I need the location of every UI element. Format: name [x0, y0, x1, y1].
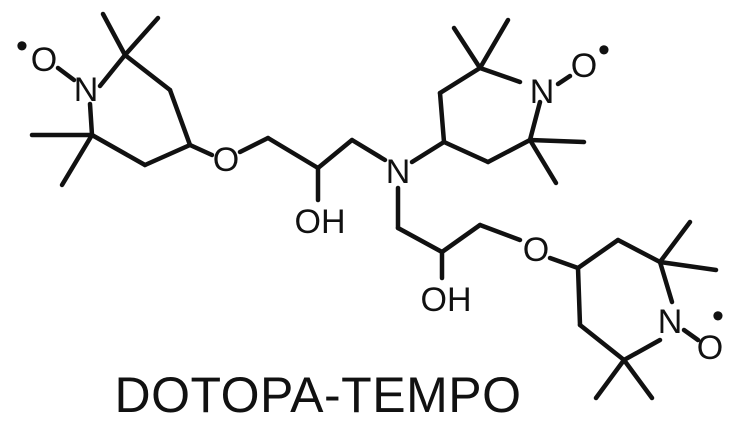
- bond: [437, 65, 483, 96]
- radical-dot: •: [16, 27, 28, 65]
- bond: [575, 265, 583, 328]
- methyl-bond: [593, 357, 627, 401]
- bond: [395, 225, 445, 255]
- tempo-ring-right: [409, 17, 587, 186]
- radical-dot: •: [598, 31, 610, 69]
- compound-name: DOTOPA-TEMPO: [115, 367, 522, 423]
- linker-left: [237, 135, 388, 203]
- bond: [97, 52, 128, 89]
- bond: [441, 139, 491, 165]
- amine-nitrogen-label: N: [386, 153, 411, 191]
- methyl-bond: [657, 259, 719, 273]
- methyl-bond: [527, 137, 587, 145]
- bond: [577, 322, 627, 363]
- bond: [439, 222, 483, 255]
- bond: [409, 139, 447, 165]
- n-o-bond: [681, 327, 701, 343]
- n-o-bond: [55, 65, 77, 83]
- bond: [187, 142, 215, 158]
- bond: [122, 52, 173, 93]
- methyl-bond: [621, 357, 655, 401]
- bond: [89, 132, 148, 168]
- methyl-bond: [122, 15, 161, 58]
- bond: [615, 237, 663, 265]
- bond: [265, 135, 321, 171]
- oxygen-label: O: [31, 41, 57, 79]
- hydroxyl-label: OH: [421, 281, 472, 319]
- hydroxyl-label: OH: [295, 203, 346, 241]
- bond: [87, 101, 95, 138]
- bond: [485, 137, 533, 165]
- nitrogen-label: N: [530, 73, 555, 111]
- bond: [547, 255, 581, 271]
- radical-dot: •: [712, 297, 724, 335]
- bond: [237, 135, 271, 155]
- methyl-bond: [100, 11, 128, 58]
- bond: [477, 222, 523, 243]
- bond: [575, 237, 621, 271]
- methyl-bond: [527, 137, 559, 186]
- oxygen-label: O: [697, 329, 723, 367]
- tempo-ring-lower: [547, 219, 719, 401]
- tempo-ring-left: [29, 11, 215, 188]
- bond: [621, 337, 663, 363]
- linker-lower: [395, 185, 523, 281]
- ether-oxygen-label: O: [523, 231, 549, 269]
- bond: [437, 90, 447, 145]
- n-o-bond: [555, 73, 573, 87]
- bond: [167, 87, 193, 148]
- nitrogen-label: N: [658, 303, 683, 341]
- bond: [657, 259, 675, 305]
- oxygen-label: O: [571, 47, 597, 85]
- methyl-bond: [657, 219, 693, 265]
- bond: [142, 142, 193, 168]
- ether-oxygen-label: O: [213, 141, 239, 179]
- nitrogen-label: N: [74, 71, 99, 109]
- methyl-bond: [451, 25, 483, 71]
- bond: [527, 99, 543, 143]
- methyl-bond: [477, 17, 511, 71]
- bond: [477, 65, 523, 85]
- bond: [349, 137, 388, 163]
- bond: [315, 137, 355, 171]
- methyl-bond: [59, 132, 95, 188]
